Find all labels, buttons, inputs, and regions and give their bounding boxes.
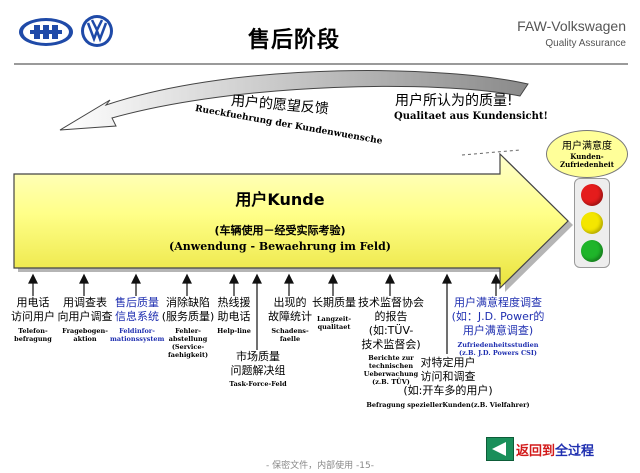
item-help-line: 热线援 助电话 Help-line (212, 296, 256, 335)
item-label-line2: 故障统计 (268, 310, 312, 323)
item-de-line2: befragung (14, 335, 52, 343)
vw-logo (81, 15, 113, 47)
footer-note: - 保密文件，内部使用 -15- (266, 461, 374, 471)
item-de-line2: abstellung (168, 335, 208, 343)
back-link-part1: 返回到 (516, 444, 556, 459)
page-title: 售后阶段 (248, 28, 341, 53)
item-de-line1: Schadens-faelle (271, 327, 309, 343)
item-special-customers: 对特定用户 访问和调查 (如:开车多的用户) Befragung speziel… (350, 356, 546, 409)
item-de-line1: Berichte zur (368, 354, 414, 362)
item-satisfaction-survey: 用户满意程度调查 (如：J.D. Power的 用户满意调查) Zufriede… (448, 296, 548, 357)
feedback-curve-arrow (59, 70, 529, 131)
item-label-line1: 技术监督协会 (358, 296, 424, 309)
item-de-line1: Befragung speziellerKunden(z.B. Vielfahr… (366, 401, 530, 409)
satisfaction-subtitle-line1: Kunden- (570, 152, 604, 161)
item-label-line1: 用电话 (16, 296, 50, 309)
item-de-line1: Telefon- (18, 327, 48, 335)
item-field-info-system: 售后质量 信息系统 Feldinfor- mationssystem (110, 296, 164, 343)
item-label-line3: (如:开车多的用户) (403, 384, 493, 397)
item-de-line1: Help-line (217, 327, 251, 335)
item-label-line2: 向用户调查 (57, 310, 113, 323)
satisfaction-title: 用户满意度 (562, 141, 612, 152)
item-label-line2: 问题解决组 (230, 364, 286, 377)
item-defect-removal: 消除缺陷 (服务质量) Fehler- abstellung (Service-… (160, 296, 216, 359)
red-light (581, 184, 603, 206)
item-damage-statistics: 出现的 故障统计 Schadens-faelle (262, 296, 318, 343)
item-label-line1: 用调查表 (63, 296, 107, 309)
item-label-line2: 访问用户 (11, 310, 55, 323)
item-questionnaire: 用调查表 向用户调查 Fragebogen- aktion (54, 296, 116, 343)
quality-subtitle: Qualitaet aus Kundensicht! (394, 111, 548, 122)
item-de-line1: Feldinfor- (119, 327, 155, 335)
item-de-line3: (Service- (171, 343, 205, 351)
back-link-part2: 全过程 (555, 444, 595, 459)
item-long-term-quality: 长期质量 Langzeit- qualitaet (308, 296, 360, 331)
traffic-light (574, 178, 610, 268)
item-de-line1: Fehler- (175, 327, 201, 335)
yellow-light (581, 212, 603, 234)
item-de-line1: Task-Force-Feld (229, 380, 287, 388)
customer-title: 用户Kunde (235, 190, 325, 209)
item-label-line3: (如:TÜV- (368, 324, 414, 337)
item-de-line2: mationssystem (110, 335, 165, 343)
item-label-line1: 市场质量 (236, 350, 280, 363)
item-de-line3: Ueberwachung (363, 370, 419, 378)
item-de-line4: faehigkeit) (167, 351, 209, 359)
satisfaction-bubble (546, 130, 628, 178)
item-label-line4: 技术监督会) (361, 338, 421, 351)
back-arrow-icon (492, 442, 506, 456)
item-label-line1: 售后质量 (115, 296, 159, 309)
input-arrows (28, 273, 501, 354)
customer-usage-cn: (车辆使用－经受实际考验) (214, 224, 346, 237)
faw-logo (19, 18, 73, 46)
item-de-line1: Fragebogen- (62, 327, 108, 335)
header-divider (14, 63, 628, 65)
item-telephone-survey: 用电话 访问用户 Telefon- befragung (6, 296, 60, 343)
item-label-line1: 用户满意程度调查 (454, 296, 542, 309)
item-task-force: 市场质量 问题解决组 Task-Force-Feld (226, 350, 290, 388)
item-tuv-report: 技术监督协会 的报告 (如:TÜV- 技术监督会) Berichte zur t… (354, 296, 428, 386)
item-de-line2: qualitaet (317, 323, 351, 331)
satisfaction-subtitle-line2: Zufriedenheit (560, 160, 614, 169)
quality-title: 用户所认为的质量! (395, 93, 513, 109)
item-label-line1: 长期质量 (312, 296, 356, 309)
item-label-line1: 对特定用户 (420, 356, 476, 369)
back-arrow-button[interactable] (486, 437, 514, 461)
item-de-line2: technischen (368, 362, 414, 370)
item-de-line1: Langzeit- (316, 315, 352, 323)
item-label-line3: 用户满意调查) (462, 324, 534, 337)
brand-name: FAW-Volkswagen (517, 18, 626, 34)
item-de-line1: Zufriedenheitsstudien (457, 341, 539, 349)
item-de-line4: (z.B. TÜV) (372, 378, 410, 386)
customer-arrow (13, 152, 569, 290)
item-label-line2: 信息系统 (115, 310, 159, 323)
item-label-line2: 访问和调查 (420, 370, 476, 383)
item-label-line2: (如：J.D. Power的 (451, 310, 545, 323)
item-label-line1: 热线援 (217, 296, 251, 309)
item-label-line1: 消除缺陷 (166, 296, 210, 309)
item-label-line1: 出现的 (273, 296, 307, 309)
green-light (581, 240, 603, 262)
item-label-line2: 的报告 (374, 310, 408, 323)
customer-usage-de: (Anwendung - Bewaehrung im Feld) (169, 240, 391, 253)
satisfaction-subtitle: Kunden- Zufriedenheit (546, 153, 628, 169)
back-to-overview-link[interactable]: 返回到全过程 (516, 440, 594, 459)
item-de-line2: aktion (73, 335, 97, 343)
brand-subtitle: Quality Assurance (545, 38, 626, 49)
item-label-line2: 助电话 (217, 310, 251, 323)
item-de-line2: (z.B. J.D. Powers CSI) (459, 349, 537, 357)
item-label-line2: (服务质量) (161, 310, 215, 323)
